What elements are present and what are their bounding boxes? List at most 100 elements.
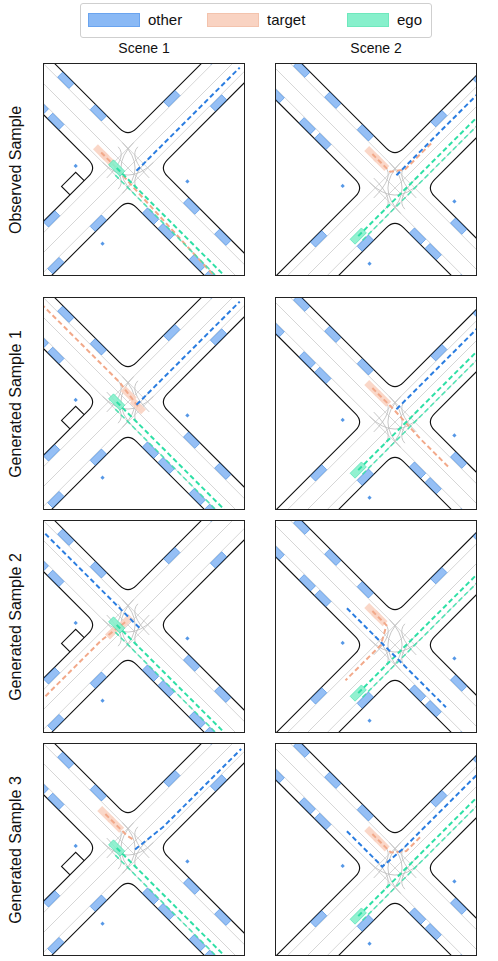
curb-line — [43, 743, 97, 956]
pedestrian-dot — [341, 418, 345, 422]
pedestrian-dot — [452, 656, 456, 660]
vehicle-box — [90, 339, 106, 355]
vehicle-box — [48, 570, 64, 586]
scene-panel — [275, 520, 477, 733]
vehicle-box — [311, 688, 327, 704]
ego-trajectory — [115, 175, 238, 276]
lane-curve — [375, 397, 426, 448]
lane-curve — [364, 412, 395, 443]
lane-line — [43, 743, 245, 956]
pedestrian-dot — [367, 719, 371, 723]
road-map — [275, 743, 477, 956]
curb-line — [275, 297, 364, 510]
lane-curve — [97, 823, 148, 874]
vehicle-box — [431, 345, 447, 361]
vehicle-box — [294, 63, 310, 77]
lane-line — [275, 743, 477, 956]
lane-line — [43, 297, 245, 510]
row-label: Generated Sample 2 — [7, 553, 25, 701]
lane-line — [43, 520, 245, 733]
row-label: Generated Sample 3 — [7, 776, 25, 924]
scene-panel — [275, 63, 477, 276]
pedestrian-dot — [367, 262, 371, 266]
lane-line — [43, 520, 245, 733]
vehicle-box — [215, 463, 231, 479]
curb-line — [43, 656, 245, 733]
vehicle-box — [431, 111, 447, 127]
vehicle-box — [90, 672, 106, 688]
scene-panel — [43, 63, 245, 276]
vehicle-box — [108, 817, 124, 833]
pedestrian-dot — [367, 496, 371, 500]
row-label: Generated Sample 1 — [7, 330, 25, 478]
curb-line — [275, 520, 477, 614]
vehicle-box — [294, 297, 310, 311]
vehicle-box — [325, 92, 341, 108]
panel-ground — [43, 743, 245, 956]
vehicle-box — [294, 520, 310, 534]
vehicle-box — [375, 391, 391, 407]
road-map — [275, 520, 477, 733]
vehicle-box — [451, 675, 467, 691]
lane-line — [43, 297, 245, 510]
vehicle-box — [409, 685, 425, 701]
ego-trajectory — [362, 549, 477, 697]
lane-line — [43, 63, 245, 276]
vehicle-box — [48, 937, 64, 953]
vehicle-box — [90, 215, 106, 231]
vehicle-box — [44, 445, 60, 461]
curb-line — [62, 406, 85, 429]
ego-trajectory — [117, 168, 243, 276]
vehicle-box — [357, 582, 373, 598]
lane-line — [43, 743, 245, 956]
target-trajectory — [43, 619, 125, 728]
pedestrian-dot — [185, 636, 189, 640]
scene-panel — [275, 297, 477, 510]
lane-line — [43, 743, 245, 956]
lane-line — [275, 297, 477, 510]
lane-line — [43, 520, 245, 733]
pedestrian-dot — [452, 879, 456, 883]
vehicle-box — [431, 568, 447, 584]
vehicle-box — [425, 478, 441, 494]
curb-line — [159, 520, 245, 733]
vehicle-box — [121, 386, 137, 402]
ego-trajectory — [117, 402, 243, 510]
lane-line — [275, 520, 477, 733]
pedestrian-dot — [341, 184, 345, 188]
road-map — [275, 297, 477, 510]
lane-line — [275, 297, 477, 510]
lane-line — [43, 63, 245, 276]
vehicle-box — [210, 329, 226, 345]
ego-trajectory — [362, 92, 477, 240]
curb-line — [275, 63, 477, 157]
target-trajectory — [371, 388, 450, 467]
vehicle-box — [315, 813, 331, 829]
vehicle-box — [58, 72, 74, 88]
legend-swatch — [347, 13, 389, 27]
curb-line — [275, 520, 364, 733]
ego-trajectory — [117, 848, 243, 956]
vehicle-box — [409, 228, 425, 244]
curb-line — [43, 433, 245, 510]
vehicle-box — [275, 321, 284, 337]
pedestrian-dot — [100, 922, 104, 926]
lane-line — [275, 743, 477, 956]
ego-trajectory — [115, 855, 238, 956]
other-trajectory — [347, 608, 446, 707]
panel-border — [44, 744, 245, 956]
curb-line — [159, 743, 245, 956]
road-map — [43, 63, 245, 276]
ego-trajectory — [115, 409, 238, 510]
lane-line — [43, 297, 245, 510]
lane-line — [275, 520, 477, 733]
vehicle-box — [409, 908, 425, 924]
lane-line — [43, 63, 245, 276]
vehicle-box — [409, 462, 425, 478]
pedestrian-dot — [341, 641, 345, 645]
vehicle-box — [451, 898, 467, 914]
vehicle-box — [325, 549, 341, 565]
curb-line — [43, 63, 245, 137]
vehicle-box — [215, 909, 231, 925]
panel-ground — [43, 63, 245, 276]
